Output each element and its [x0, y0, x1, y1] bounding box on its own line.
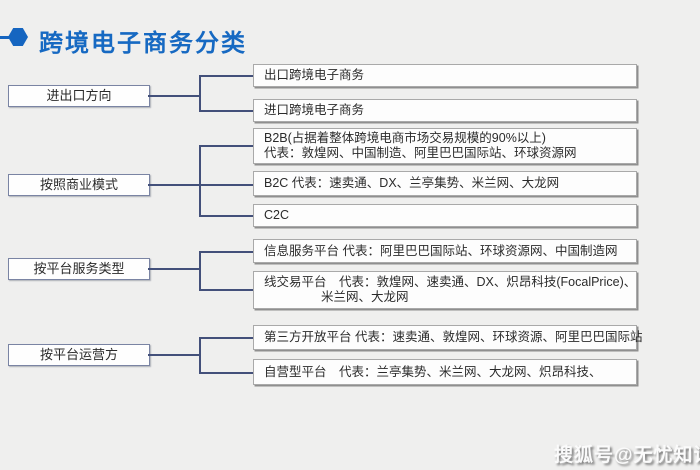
node-text: 线交易平台 代表：敦煌网、速卖通、DX、炽昂科技(FocalPrice)、 — [264, 275, 637, 289]
connector-line — [199, 184, 253, 186]
connector-line — [148, 95, 200, 97]
connector-line — [199, 289, 253, 291]
connector-line — [199, 337, 253, 339]
connector-line — [199, 215, 253, 217]
node-text: C2C — [264, 208, 290, 222]
connector-line — [199, 110, 253, 112]
connector-line — [199, 372, 253, 374]
connector-line — [199, 251, 201, 291]
category-box-operator: 按平台运营方 — [8, 344, 150, 366]
node-import: 进口跨境电子商务 — [253, 99, 637, 122]
node-third-party-platform: 第三方开放平台 代表：速卖通、敦煌网、环球资源、阿里巴巴国际站 — [253, 325, 643, 350]
node-text: 出口跨境电子商务 — [264, 68, 365, 82]
connector-line — [199, 251, 253, 253]
connector-line — [199, 145, 253, 147]
connector-line — [199, 75, 253, 77]
header-accent-line — [0, 36, 9, 39]
connector-line — [148, 354, 200, 356]
node-text: 进口跨境电子商务 — [264, 103, 365, 117]
node-b2c: B2C 代表：速卖通、DX、兰亭集势、米兰网、大龙网 — [253, 171, 637, 196]
node-text: 自营型平台 代表：兰亭集势、米兰网、大龙网、炽昂科技、 — [264, 364, 602, 379]
node-text: B2C 代表：速卖通、DX、兰亭集势、米兰网、大龙网 — [264, 176, 560, 190]
category-box-direction: 进出口方向 — [8, 85, 150, 107]
page-title: 跨境电子商务分类 — [39, 30, 247, 57]
node-c2c: C2C — [253, 204, 637, 227]
node-text: 信息服务平台 代表：阿里巴巴国际站、环球资源网、中国制造网 — [264, 243, 618, 258]
node-self-operated-platform: 自营型平台 代表：兰亭集势、米兰网、大龙网、炽昂科技、 — [253, 359, 637, 385]
node-export: 出口跨境电子商务 — [253, 64, 637, 87]
node-online-trade-platform: 线交易平台 代表：敦煌网、速卖通、DX、炽昂科技(FocalPrice)、 米兰… — [253, 271, 637, 309]
node-info-service-platform: 信息服务平台 代表：阿里巴巴国际站、环球资源网、中国制造网 — [253, 239, 637, 263]
node-text: 米兰网、大龙网 — [321, 290, 409, 304]
node-text: 第三方开放平台 代表：速卖通、敦煌网、环球资源、阿里巴巴国际站 — [264, 330, 643, 344]
hexagon-bullet-icon — [8, 28, 28, 46]
watermark: 搜狐号@无忧知识 — [554, 445, 700, 466]
connector-line — [199, 145, 201, 217]
connector-line — [199, 75, 201, 112]
connector-line — [148, 268, 200, 270]
category-box-business-model: 按照商业模式 — [8, 174, 150, 196]
node-text: 代表：敦煌网、中国制造、阿里巴巴国际站、环球资源网 — [264, 146, 577, 160]
node-text: B2B(占据着整体跨境电商市场交易规模的90%以上) — [264, 131, 546, 145]
category-box-service-type: 按平台服务类型 — [8, 258, 150, 280]
connector-line — [199, 337, 201, 374]
connector-line — [148, 184, 200, 186]
node-b2b: B2B(占据着整体跨境电商市场交易规模的90%以上) 代表：敦煌网、中国制造、阿… — [253, 128, 637, 164]
